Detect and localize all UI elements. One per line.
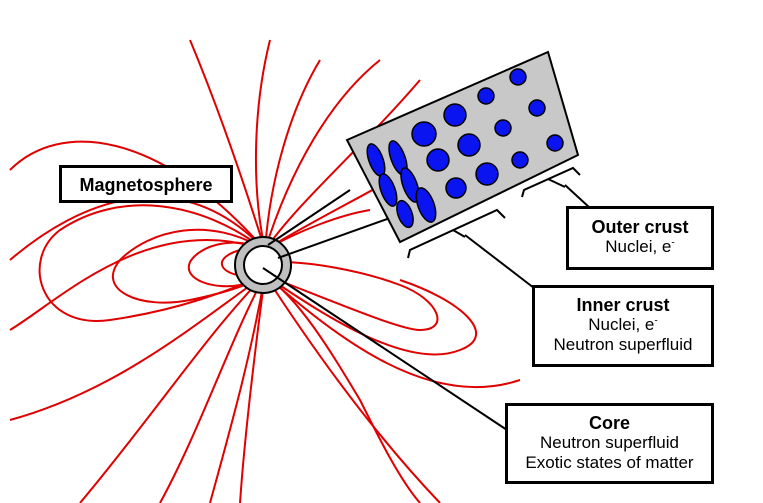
inner-crust-superfluid: Neutron superfluid xyxy=(553,335,693,354)
nucleus xyxy=(509,68,527,86)
nucleus xyxy=(546,134,564,152)
zoom-line-top xyxy=(267,189,351,246)
core-label: Core Neutron superfluid Exotic states of… xyxy=(505,403,714,484)
core-title: Core xyxy=(588,413,630,433)
field-line xyxy=(9,238,266,331)
inner-crust-title: Inner crust xyxy=(576,295,670,315)
nucleus xyxy=(528,99,546,117)
field-line xyxy=(264,274,521,389)
outer-crust-label: Outer crust Nuclei, e- xyxy=(566,206,714,270)
core-exotic-matter: Exotic states of matter xyxy=(525,453,694,472)
field-line xyxy=(239,274,266,503)
brackets xyxy=(407,166,581,259)
outer-crust-composition: Nuclei, e- xyxy=(605,237,675,256)
nucleus xyxy=(494,119,512,137)
field-line xyxy=(9,140,266,251)
elongated-nucleus xyxy=(396,199,414,229)
outer-crust-title: Outer crust xyxy=(591,217,689,237)
neutron-star xyxy=(234,236,292,294)
star-core xyxy=(243,245,283,285)
field-line xyxy=(264,261,439,332)
field-line xyxy=(264,59,321,251)
outer-crust-leader-line xyxy=(564,184,591,209)
nucleus xyxy=(445,177,467,199)
leader-lines xyxy=(262,184,591,431)
field-line xyxy=(159,274,266,503)
core-leader-line xyxy=(262,267,508,431)
magnetic-field-lines xyxy=(9,39,521,503)
elongated-nucleus xyxy=(378,173,398,207)
nucleus xyxy=(475,162,499,186)
inner-crust-composition: Nuclei, e- xyxy=(588,315,658,334)
field-line xyxy=(264,274,421,503)
zoom-line-bottom xyxy=(277,217,391,259)
field-line xyxy=(264,274,477,356)
field-line xyxy=(112,228,266,304)
magnetosphere-label: Magnetosphere xyxy=(59,165,233,203)
core-superfluid: Neutron superfluid xyxy=(540,433,679,452)
nucleus xyxy=(443,103,467,127)
field-line xyxy=(9,274,266,421)
field-line xyxy=(209,274,266,503)
elongated-nucleus xyxy=(415,187,437,223)
field-line xyxy=(189,39,266,251)
nucleus xyxy=(477,87,495,105)
inner-crust-leader-line xyxy=(464,234,535,289)
crust-nuclei xyxy=(411,68,564,199)
field-line xyxy=(264,79,421,251)
crust-zoom-panel xyxy=(345,50,580,244)
field-line xyxy=(264,59,381,251)
nucleus xyxy=(411,121,437,147)
crust-pasta-nuclei xyxy=(366,140,437,229)
nucleus xyxy=(457,133,481,157)
nucleus xyxy=(511,151,529,169)
field-line xyxy=(9,196,266,261)
field-line xyxy=(79,274,266,503)
field-line xyxy=(254,39,271,251)
nucleus xyxy=(426,148,450,172)
magnetosphere-title: Magnetosphere xyxy=(79,175,213,195)
field-line xyxy=(264,274,441,503)
inner-crust-label: Inner crust Nuclei, e- Neutron superflui… xyxy=(532,285,714,367)
field-line xyxy=(38,204,266,322)
